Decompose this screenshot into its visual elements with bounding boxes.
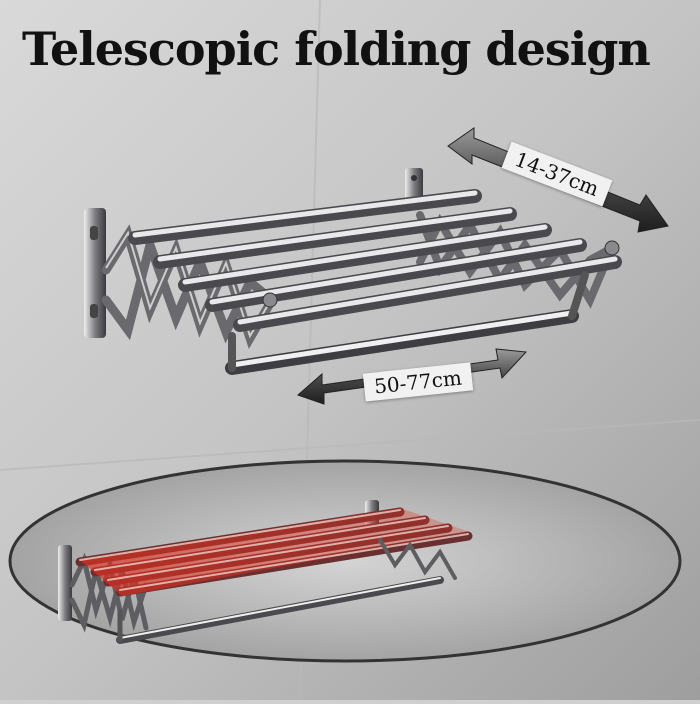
headline: Telescopic folding design [22, 22, 651, 76]
highlight-zone [80, 508, 470, 596]
towel-rack-extended [84, 168, 622, 375]
wall-plate [84, 208, 106, 338]
inset-oval [8, 459, 682, 663]
